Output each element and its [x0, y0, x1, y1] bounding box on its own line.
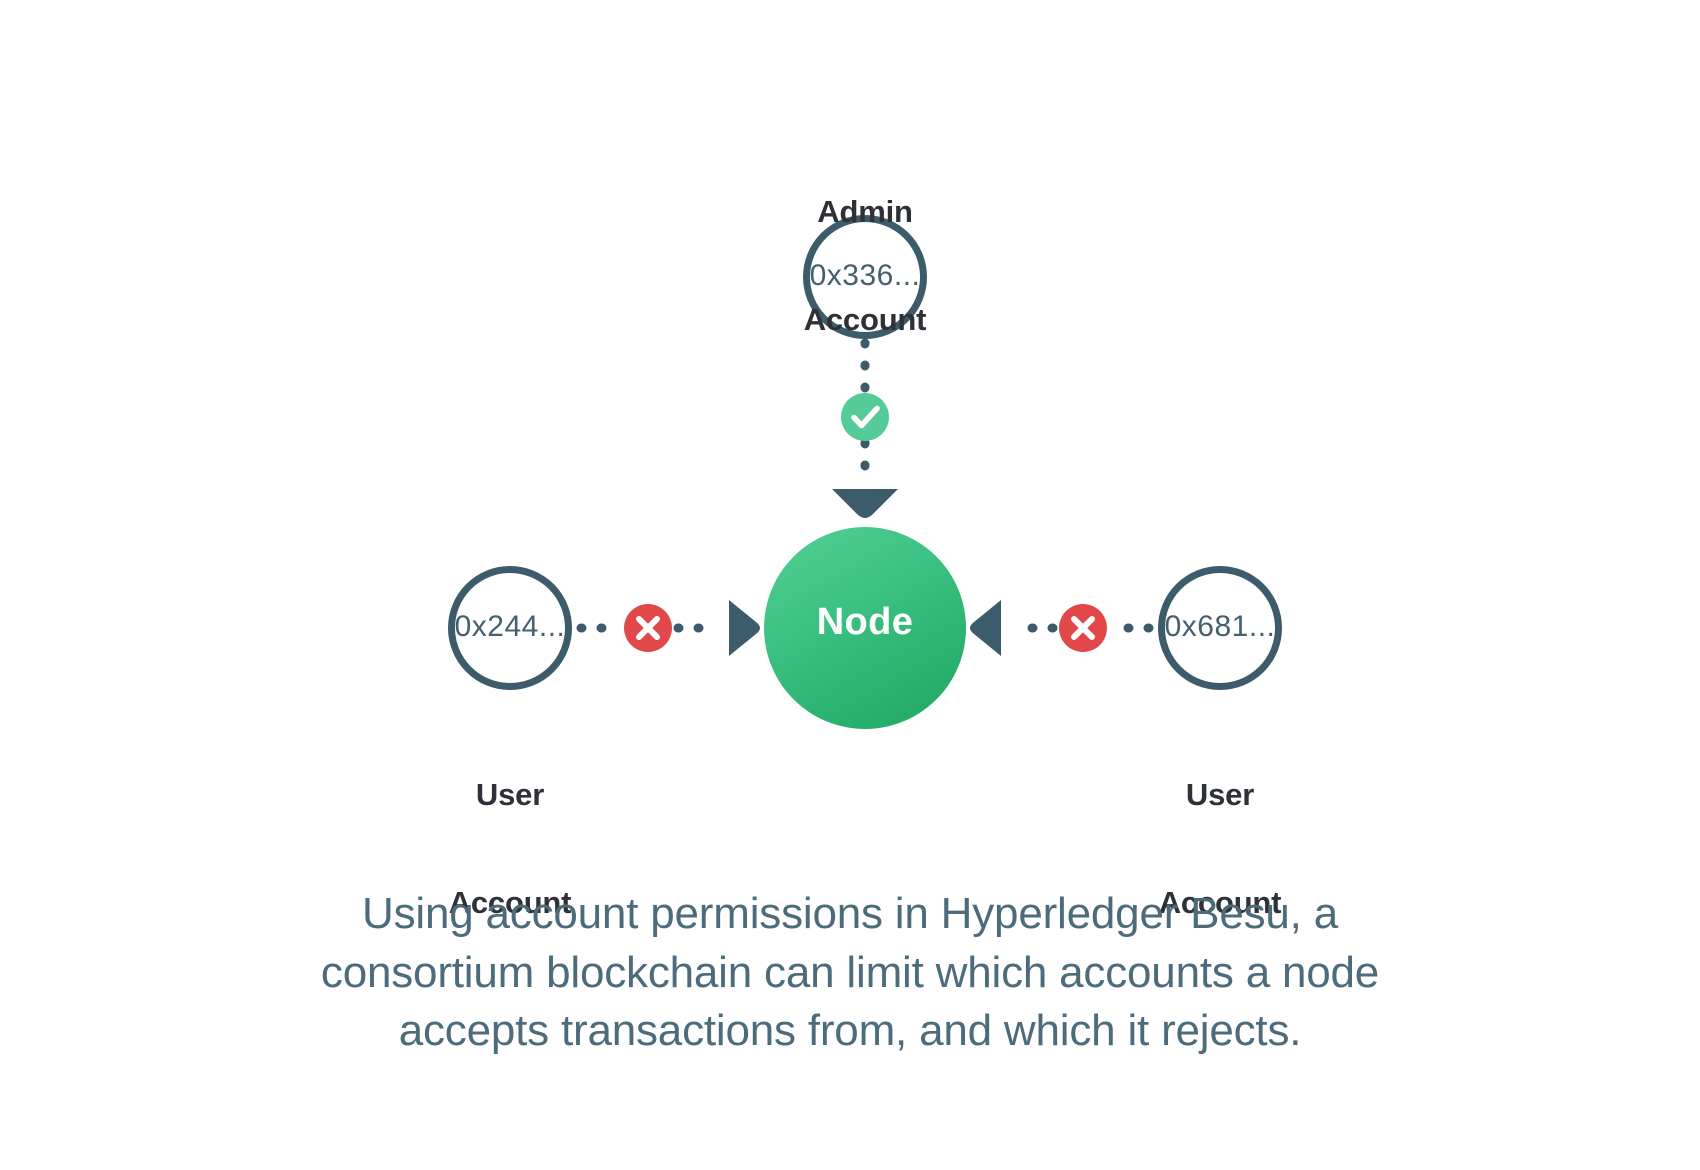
check-icon [851, 405, 880, 429]
admin-account-label-line2: Account [803, 301, 927, 337]
user-right-account-address: 0x681... [1164, 610, 1276, 643]
admin-account-label-line1: Admin [817, 193, 913, 229]
close-icon-left [636, 616, 660, 640]
caption-line-3: accepts transactions from, and which it … [398, 1006, 1302, 1056]
node-circle [764, 527, 966, 729]
user-right-account-circle [1158, 566, 1282, 690]
caption-line-2: consortium blockchain can limit which ac… [320, 947, 1380, 997]
right-arrowhead-left-icon [970, 600, 1001, 656]
node-label: Node [816, 601, 914, 643]
admin-account-address: 0x336... [809, 259, 921, 292]
user-right-account-label-line1: User [1185, 776, 1255, 812]
user-right-account-label: User Account [1020, 705, 1420, 993]
admin-account-circle [803, 215, 927, 339]
check-badge-circle [841, 393, 889, 441]
user-left-account-label-line2: Account [448, 884, 572, 920]
permission-diagram: Admin Account 0x336... 0x244... 0x681...… [448, 122, 1282, 920]
user-left-account-circle [448, 566, 572, 690]
user-left-deny-badge [624, 604, 672, 652]
diagram-vector-layer [448, 215, 1282, 729]
user-right-account-label-line2: Account [1158, 884, 1282, 920]
user-left-account-label-line1: User [475, 776, 545, 812]
user-left-connector [576, 600, 760, 656]
user-left-account-address: 0x244... [454, 610, 566, 643]
admin-account-label: Admin Account [665, 122, 1065, 410]
left-arrowhead-right-icon [729, 600, 760, 656]
diagram-caption: Using account permissions in Hyperledger… [170, 885, 1530, 1061]
admin-connector [832, 338, 898, 518]
user-left-account-label: User Account [310, 705, 710, 993]
admin-arrowhead-down-icon [832, 489, 898, 518]
user-right-deny-badge [1059, 604, 1107, 652]
caption-line-1: Using account permissions in Hyperledger… [362, 889, 1338, 938]
close-icon-right [1071, 616, 1095, 640]
admin-allow-badge [841, 393, 889, 441]
user-right-connector [970, 600, 1154, 656]
